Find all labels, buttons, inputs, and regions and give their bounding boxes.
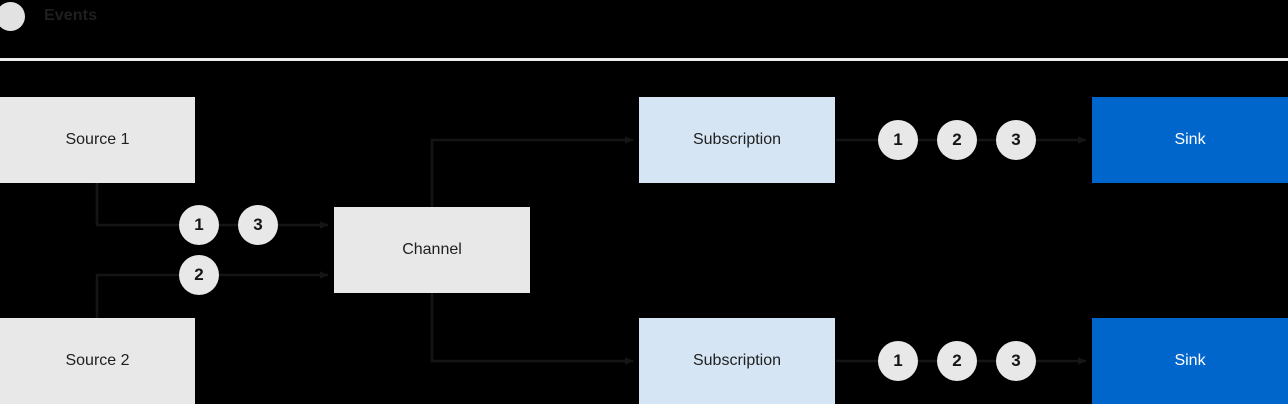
node-channel-label: Channel [402,241,462,258]
node-sink-bottom-label: Sink [1174,352,1206,369]
node-source-1-label: Source 1 [65,131,130,148]
node-subscription-bottom[interactable]: Subscription [639,318,835,404]
connector-channel-to-subscription-top [430,136,634,207]
event-marker: 1 [878,120,918,160]
node-sink-top[interactable]: Sink [1092,97,1288,183]
node-source-1[interactable]: Source 1 [0,97,195,183]
connector-source2-to-channel [95,271,329,318]
connector-channel-to-subscription-bottom [430,293,634,365]
node-source-2-label: Source 2 [65,352,130,369]
node-subscription-bottom-label: Subscription [692,352,782,369]
node-sink-bottom[interactable]: Sink [1092,318,1288,404]
circle-marker-icon [0,2,25,31]
node-sink-top-label: Sink [1174,131,1206,148]
header-divider [0,58,1288,61]
legend-header: Events [0,0,1288,58]
node-subscription-top-label: Subscription [692,131,782,148]
legend-label: Events [44,7,98,24]
event-marker: 1 [179,205,219,245]
event-marker: 2 [937,341,977,381]
node-subscription-top[interactable]: Subscription [639,97,835,183]
event-marker: 3 [996,120,1036,160]
node-channel[interactable]: Channel [334,207,530,293]
event-marker: 1 [878,341,918,381]
event-marker: 2 [179,255,219,295]
node-source-2[interactable]: Source 2 [0,318,195,404]
event-marker: 3 [238,205,278,245]
event-marker: 3 [996,341,1036,381]
event-marker: 2 [937,120,977,160]
